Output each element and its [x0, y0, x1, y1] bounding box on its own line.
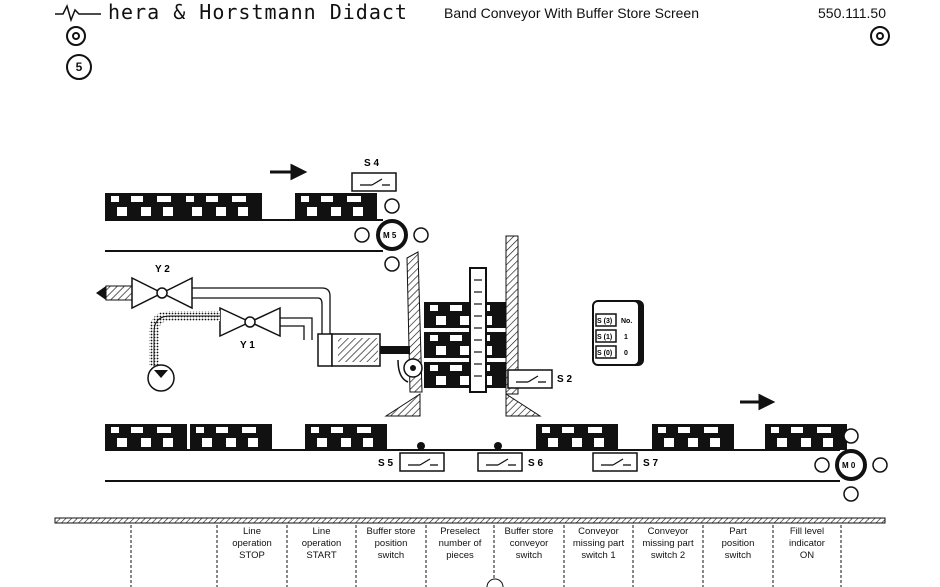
upper-conveyor [105, 193, 429, 272]
table-header-buffer-position: Buffer store position switch [366, 526, 416, 561]
label-y2: Y 2 [155, 264, 170, 275]
counter-row-value: 1 [624, 334, 628, 341]
label-y1: Y 1 [240, 340, 255, 351]
function-table-frame [54, 517, 886, 587]
motor-m0-icon [835, 449, 867, 481]
sensor-s7-icon [592, 452, 638, 472]
registration-mark-icon [66, 26, 86, 46]
sensor-s4-icon [351, 172, 397, 192]
label-s5: S 5 [378, 458, 393, 469]
label-m0: M 0 [842, 461, 856, 470]
piece-counter-panel [592, 300, 644, 366]
label-s2: S 2 [557, 374, 572, 385]
counter-row-value: No. [621, 318, 632, 325]
table-header-line-stop: Line operation STOP [232, 526, 272, 561]
workpiece-pallet [105, 193, 187, 219]
lower-conveyor [105, 424, 888, 502]
pneumatic-valves [96, 276, 410, 392]
table-header-fill-level: Fill level indicator ON [789, 526, 825, 561]
counter-row-label: S (3) [597, 318, 612, 325]
conveyor-diagram: S 4 Y 2 Y 1 M 5 S 2 S 5 S 6 S 7 M 0 S (3… [96, 158, 888, 502]
table-header-part-position: Part position switch [721, 526, 755, 561]
direction-arrow-icon [740, 393, 776, 411]
label-s4: S 4 [364, 158, 379, 169]
buffer-store [384, 235, 542, 417]
table-header-missing-part-1: Conveyor missing part switch 1 [572, 526, 625, 561]
counter-row-label: S (1) [597, 334, 612, 341]
workpiece-pallet [295, 193, 377, 219]
workpiece-pallet [180, 193, 262, 219]
document-code: 550.111.50 [818, 5, 886, 21]
table-header-line-start: Line operation START [301, 526, 342, 561]
sheet-number-badge: 5 [66, 54, 92, 80]
page-title: Band Conveyor With Buffer Store Screen [444, 5, 699, 21]
table-header-missing-part-2: Conveyor missing part switch 2 [642, 526, 694, 561]
motor-m5-icon [376, 219, 408, 251]
table-header-preselect: Preselect number of pieces [438, 526, 482, 561]
label-s7: S 7 [643, 458, 658, 469]
label-s6: S 6 [528, 458, 543, 469]
label-m5: M 5 [383, 231, 397, 240]
brand-logo-icon [55, 3, 101, 22]
table-header-buffer-conveyor: Buffer store conveyor switch [504, 526, 554, 561]
counter-row-value: 0 [624, 350, 628, 357]
registration-mark-icon [870, 26, 890, 46]
brand-name: hera & Horstmann Didact [108, 0, 408, 24]
direction-arrow-icon [270, 163, 308, 181]
sensor-s6-icon [477, 452, 523, 472]
counter-row-label: S (0) [597, 350, 612, 357]
sensor-s5-icon [399, 452, 445, 472]
sensor-s2-icon [507, 369, 553, 389]
